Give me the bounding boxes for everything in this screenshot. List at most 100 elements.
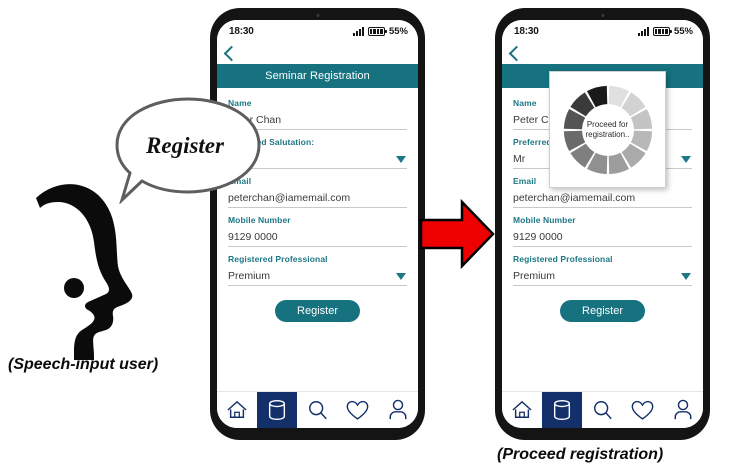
field-row[interactable]: peterchan@iamemail.com xyxy=(228,192,407,208)
mobile-input[interactable]: 9129 0000 xyxy=(513,231,563,243)
field-email: Email peterchan@iamemail.com xyxy=(228,176,407,208)
battery-percent: 55% xyxy=(388,25,408,37)
submit-row: Register xyxy=(513,300,692,322)
speech-bubble-shape-icon xyxy=(115,97,261,205)
field-label: Preferred Salutation: xyxy=(228,137,315,147)
caption-right: (Proceed registration) xyxy=(497,446,664,463)
field-registered-professional: Registered Professional Premium xyxy=(228,254,407,286)
nav-item-favorites[interactable] xyxy=(338,392,378,428)
nav-item-search[interactable] xyxy=(582,392,622,428)
spinner-segment xyxy=(621,143,646,168)
chevron-down-icon[interactable] xyxy=(681,272,691,280)
field-row[interactable]: 9129 0000 xyxy=(228,231,407,247)
status-time: 18:30 xyxy=(229,25,254,37)
chevron-down-icon[interactable] xyxy=(681,155,691,163)
field-row[interactable]: Premium xyxy=(228,270,407,286)
field-registered-professional: Registered Professional Premium xyxy=(513,254,692,286)
nav-item-database[interactable] xyxy=(542,392,583,428)
back-bar[interactable] xyxy=(217,42,418,64)
battery-percent: 55% xyxy=(673,25,693,37)
phone-screen-right: 18:30 55% Seminar Registration Name Pete… xyxy=(502,20,703,428)
heart-icon xyxy=(631,400,654,420)
submit-row: Register xyxy=(228,300,407,322)
nav-item-home[interactable] xyxy=(502,392,542,428)
database-icon xyxy=(269,399,286,421)
mobile-input[interactable]: 9129 0000 xyxy=(228,231,278,243)
professional-select-value[interactable]: Premium xyxy=(228,270,271,282)
nav-item-home[interactable] xyxy=(217,392,257,428)
chevron-left-icon[interactable] xyxy=(223,45,240,61)
loading-message: Proceed for registration.. xyxy=(585,119,630,139)
email-input[interactable]: peterchan@iamemail.com xyxy=(228,192,351,204)
nav-item-profile[interactable] xyxy=(378,392,418,428)
loading-overlay: Proceed for registration.. xyxy=(549,71,666,188)
home-icon xyxy=(227,400,247,418)
status-time: 18:30 xyxy=(514,25,539,37)
camera-dot-icon xyxy=(601,14,604,17)
field-label: Mobile Number xyxy=(228,215,291,225)
nav-item-database[interactable] xyxy=(257,392,298,428)
spinner-segment xyxy=(563,130,585,151)
page-title: Seminar Registration xyxy=(217,64,418,88)
bottom-nav-right xyxy=(502,391,703,428)
status-bar: 18:30 55% xyxy=(217,20,418,42)
chevron-left-icon[interactable] xyxy=(508,45,525,61)
battery-icon xyxy=(367,26,387,36)
spinner-segment xyxy=(621,91,646,116)
heart-icon xyxy=(346,400,369,420)
professional-select-value[interactable]: Premium xyxy=(513,270,556,282)
field-label: Email xyxy=(513,176,537,186)
spinner-segment xyxy=(563,108,585,129)
speech-input-user-face-icon xyxy=(36,184,133,360)
email-input[interactable]: peterchan@iamemail.com xyxy=(513,192,636,204)
field-label: Registered Professional xyxy=(513,254,613,264)
field-label: Name xyxy=(513,98,537,108)
spinner-segment xyxy=(569,143,594,168)
camera-dot-icon xyxy=(316,14,319,17)
spinner-segment xyxy=(569,91,594,116)
home-icon xyxy=(512,400,532,418)
chevron-down-icon[interactable] xyxy=(396,155,406,163)
registration-form-left: Name Peter Chan Preferred Salutation: Mr… xyxy=(217,88,418,322)
field-label: Email xyxy=(228,176,252,186)
signal-bars-icon xyxy=(352,26,364,36)
phone-right: 18:30 55% Seminar Registration Name Pete… xyxy=(495,8,710,440)
field-row[interactable]: 9129 0000 xyxy=(513,231,692,247)
nav-item-profile[interactable] xyxy=(663,392,703,428)
field-mobile: Mobile Number 9129 0000 xyxy=(513,215,692,247)
field-label: Name xyxy=(228,98,252,108)
nav-item-search[interactable] xyxy=(297,392,337,428)
battery-icon xyxy=(652,26,672,36)
speech-bubble: Register xyxy=(112,96,264,205)
signal-bars-icon xyxy=(637,26,649,36)
field-row[interactable]: Premium xyxy=(513,270,692,286)
person-icon xyxy=(389,399,407,420)
person-icon xyxy=(674,399,692,420)
speech-bubble-text: Register xyxy=(146,133,224,158)
back-bar[interactable] xyxy=(502,42,703,64)
field-mobile: Mobile Number 9129 0000 xyxy=(228,215,407,247)
spinner-segment xyxy=(630,130,652,151)
caption-left: (Speech-input user) xyxy=(8,356,159,373)
bottom-nav-left xyxy=(217,391,418,428)
status-bar: 18:30 55% xyxy=(502,20,703,42)
spinner-segment xyxy=(586,85,607,107)
field-email: Email peterchan@iamemail.com xyxy=(513,176,692,208)
status-indicators: 55% xyxy=(352,25,408,37)
search-icon xyxy=(308,401,327,420)
segmented-spinner-icon xyxy=(563,85,652,174)
search-icon xyxy=(593,401,612,420)
nav-item-favorites[interactable] xyxy=(623,392,663,428)
register-button[interactable]: Register xyxy=(560,300,645,322)
spinner-segment xyxy=(586,152,607,174)
field-label: Mobile Number xyxy=(513,215,576,225)
salutation-select-value[interactable]: Mr xyxy=(513,153,526,165)
chevron-down-icon[interactable] xyxy=(396,272,406,280)
spinner-segment xyxy=(630,108,652,129)
field-row[interactable]: peterchan@iamemail.com xyxy=(513,192,692,208)
database-icon xyxy=(554,399,571,421)
spinner-segment xyxy=(608,152,629,174)
register-button[interactable]: Register xyxy=(275,300,360,322)
phone-left: 18:30 55% Seminar Registration Name Pete… xyxy=(210,8,425,440)
